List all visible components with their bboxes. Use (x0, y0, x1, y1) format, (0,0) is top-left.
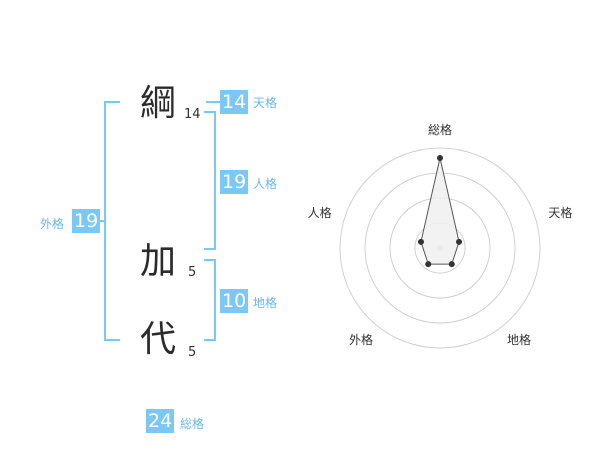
soukaku-label: 総格 (180, 417, 205, 431)
radar-point-2 (456, 238, 463, 245)
tenkaku-label: 天格 (253, 96, 278, 110)
name-char-3: 代 (140, 319, 177, 360)
stroke-count-2: 5 (188, 265, 197, 280)
radar-polygon (420, 157, 460, 265)
tenkaku-connector (206, 101, 220, 103)
gaikaku-bracket (104, 101, 120, 341)
jinkaku-value: 19 (220, 170, 249, 194)
jinkaku-bracket (204, 111, 216, 250)
gaikaku-connector (98, 220, 106, 222)
radar-axis-label-1: 総格 (428, 122, 452, 137)
stroke-count-1: 14 (184, 107, 201, 122)
chikaku-label: 地格 (253, 296, 278, 310)
soukaku-value: 24 (146, 409, 175, 433)
radar-axis-label-3: 地格 (507, 332, 531, 347)
name-char-2: 加 (140, 241, 177, 282)
radar-ring-4 (339, 147, 541, 349)
jinkaku-label: 人格 (253, 177, 278, 191)
tenkaku-value: 14 (220, 90, 249, 114)
stroke-count-3: 5 (188, 345, 197, 360)
chikaku-bracket (204, 259, 216, 341)
radar-axis-label-4: 外格 (349, 332, 373, 347)
radar-point-3 (448, 261, 455, 268)
radar-axis-label-5: 人格 (308, 205, 332, 220)
radar-point-5 (417, 238, 424, 245)
radar-shape (417, 155, 463, 268)
name-char-1: 綱 (140, 83, 177, 124)
radar-point-1 (437, 155, 443, 161)
radar-point-4 (425, 261, 432, 268)
gaikaku-value: 19 (72, 209, 101, 233)
radar-axis-label-2: 天格 (548, 205, 572, 220)
gaikaku-label: 外格 (40, 217, 65, 231)
chikaku-value: 10 (220, 289, 249, 313)
